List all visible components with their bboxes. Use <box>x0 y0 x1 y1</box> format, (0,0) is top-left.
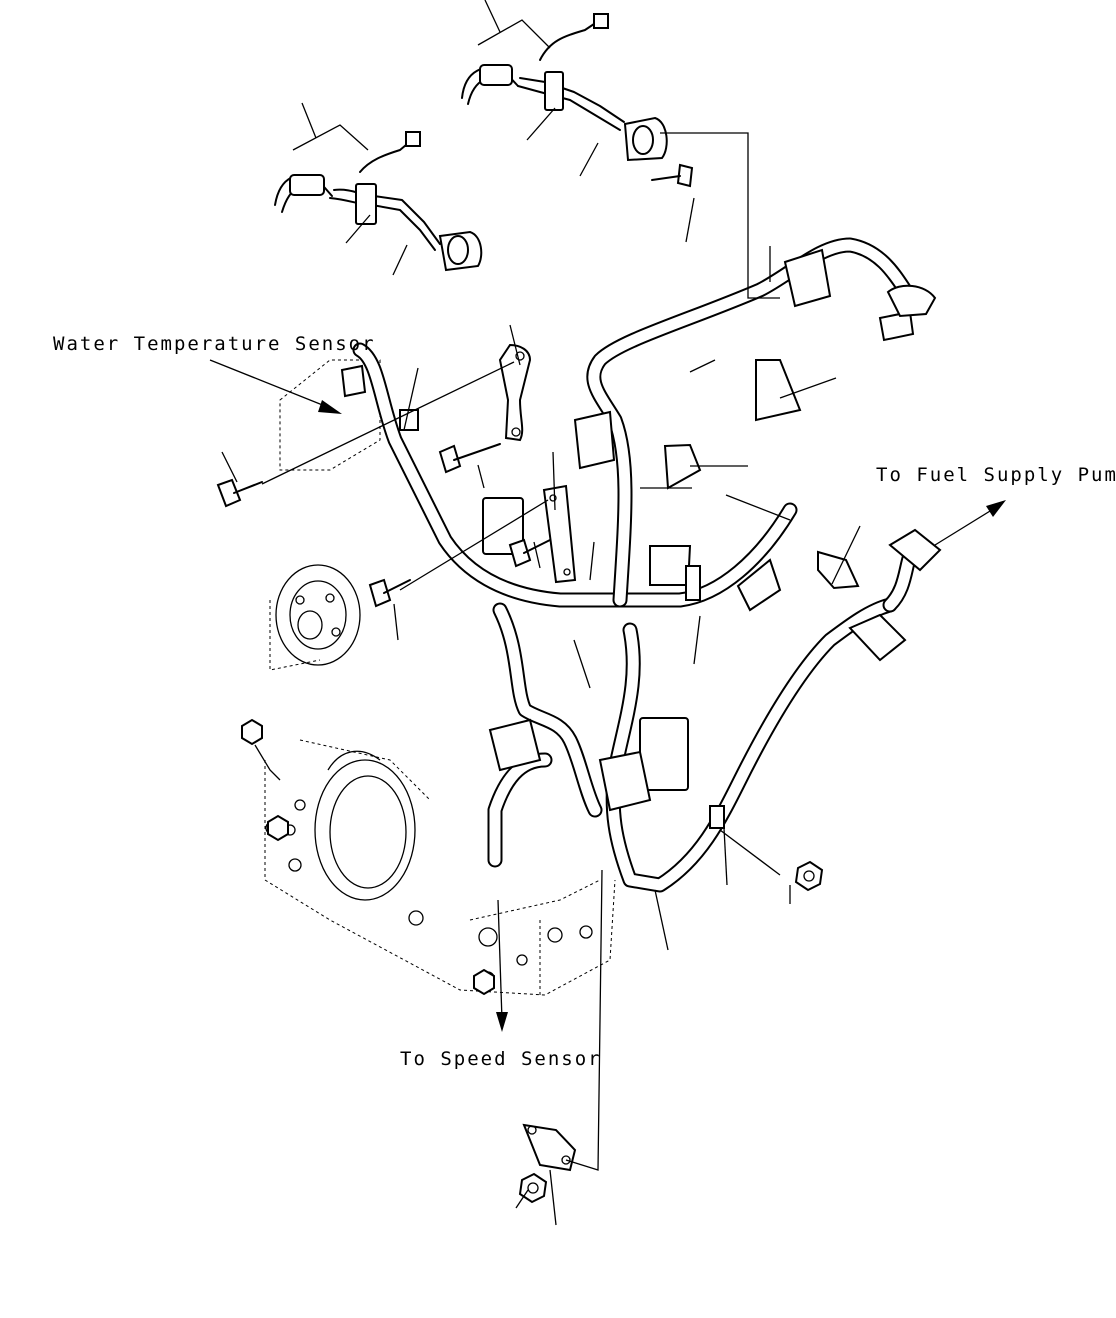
engine-pulley <box>275 564 361 666</box>
harness-connectors <box>340 248 942 812</box>
fuel-pump-arrow <box>934 500 1006 546</box>
main-harness <box>352 237 918 893</box>
speed-sensor-arrow <box>496 899 508 1032</box>
sub-harness-a <box>274 131 483 272</box>
bolts <box>216 163 694 608</box>
flywheel-housing <box>265 750 593 985</box>
nuts <box>241 718 824 1204</box>
to-speed-sensor-label: To Speed Sensor <box>400 1048 602 1070</box>
water-temperature-sensor-label: Water Temperature Sensor <box>53 333 376 355</box>
sub-harness-b <box>461 13 668 162</box>
to-fuel-supply-pump-label: To Fuel Supply Pump <box>876 464 1116 486</box>
engine-block <box>264 359 616 996</box>
water-temp-arrow <box>209 359 342 414</box>
clamps <box>399 343 860 1172</box>
leader-lines <box>221 0 861 1226</box>
